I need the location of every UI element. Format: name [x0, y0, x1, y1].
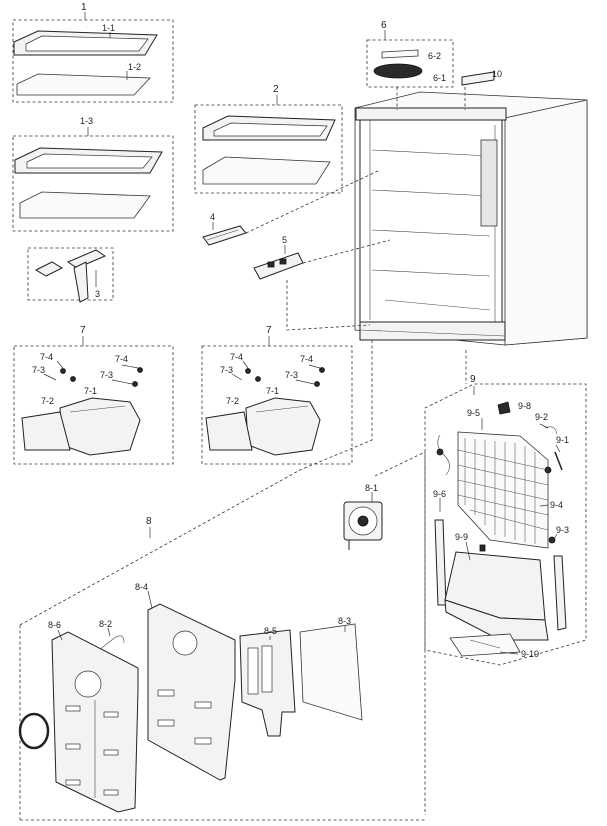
group-3-bracket: 3 — [27, 247, 114, 303]
clip-9-8[interactable] — [497, 401, 511, 415]
drawer-front-7-2-left[interactable] — [21, 411, 71, 451]
label-8-6: 8-6 — [48, 620, 61, 630]
label-6-1: 6-1 — [433, 73, 446, 83]
label-9-5: 9-5 — [467, 408, 480, 418]
shelf-glass[interactable] — [19, 191, 151, 219]
label-3: 3 — [95, 289, 100, 299]
label-9-4: 9-4 — [550, 500, 563, 510]
lamp-housing-6-1[interactable] — [373, 63, 423, 79]
lamp-cover-6-2[interactable] — [381, 49, 419, 59]
label-1-1: 1-1 — [102, 23, 115, 33]
duct-8-5[interactable] — [239, 629, 296, 737]
group-7-drawer-right: 7-4 7-3 7-4 7-3 7-1 7-2 7 — [201, 325, 353, 465]
label-1-2: 1-2 — [128, 62, 141, 72]
evaporator-coil-9-4[interactable] — [457, 431, 549, 549]
label-9-10: 9-10 — [521, 649, 539, 659]
label-8-1: 8-1 — [365, 483, 378, 493]
label-10: 10 — [492, 69, 502, 79]
shelf-frame-1-3[interactable] — [14, 147, 163, 174]
panel-8-3[interactable] — [299, 623, 363, 721]
group-1-shelf-assembly: 1-1 1-2 1 — [12, 2, 174, 103]
label-7-3-a1: 7-3 — [32, 365, 45, 375]
side-bracket-right[interactable] — [553, 555, 567, 631]
label-9: 9 — [470, 374, 476, 385]
label-8-3: 8-3 — [338, 616, 351, 626]
o-ring[interactable] — [18, 712, 50, 750]
label-6-2: 6-2 — [428, 51, 441, 61]
label-9-6: 9-6 — [433, 489, 446, 499]
label-7-3-a2: 7-3 — [100, 370, 113, 380]
shelf-glass-1-2[interactable] — [16, 73, 151, 96]
label-7-4-a1: 7-4 — [40, 352, 53, 362]
drawer-7-1-left[interactable] — [59, 397, 141, 456]
label-7-3-b1: 7-3 — [220, 365, 233, 375]
switch-10[interactable] — [461, 71, 495, 86]
label-7-2-a: 7-2 — [41, 396, 54, 406]
group-7-drawer-left: 7-4 7-3 7-4 7-3 7-1 7-2 7 — [13, 325, 174, 465]
label-1-3: 1-3 — [80, 116, 93, 126]
wire-8-2[interactable] — [97, 635, 125, 652]
group-8-fan-duct-assembly: 8-1 8-3 8-5 8-4 8-2 — [18, 451, 426, 821]
label-6: 6 — [381, 20, 387, 31]
drawer-7-1-right[interactable] — [245, 397, 321, 456]
side-bracket-left[interactable] — [434, 519, 447, 606]
shelf-frame-2[interactable] — [202, 115, 336, 141]
group-1-3-shelf-assembly: 1-3 — [12, 116, 174, 232]
air-duct-8-4[interactable] — [147, 603, 236, 781]
label-9-9: 9-9 — [455, 532, 468, 542]
part-4-cover: 4 — [202, 212, 247, 246]
label-2: 2 — [273, 84, 279, 95]
label-4: 4 — [210, 212, 215, 222]
label-8: 8 — [146, 516, 152, 527]
group-9-evaporator-assembly: 9-5 9-8 9-2 9-1 9-4 9-6 9-3 9-9 9-10 9 — [424, 374, 587, 666]
label-7-1-a: 7-1 — [84, 386, 97, 396]
cover-panel-8-6[interactable] — [51, 631, 139, 813]
group-2-shelf-assembly: 2 — [194, 84, 343, 194]
cover-9-10[interactable] — [449, 633, 521, 657]
label-8-4: 8-4 — [135, 582, 148, 592]
label-5: 5 — [282, 235, 287, 245]
label-1: 1 — [81, 2, 87, 13]
label-7-b: 7 — [266, 325, 272, 336]
label-9-1: 9-1 — [556, 435, 569, 445]
label-7-4-b1: 7-4 — [230, 352, 243, 362]
label-7-a: 7 — [80, 325, 86, 336]
label-9-3: 9-3 — [556, 525, 569, 535]
label-7-2-b: 7-2 — [226, 396, 239, 406]
cover-4[interactable] — [202, 225, 247, 246]
guide-lines — [19, 87, 467, 626]
refrigerator-cabinet — [354, 91, 588, 346]
label-7-4-b2: 7-4 — [300, 354, 313, 364]
housing-5[interactable] — [253, 252, 304, 280]
label-9-8: 9-8 — [518, 401, 531, 411]
shelf-frame-1-1[interactable] — [13, 30, 158, 56]
label-7-3-b2: 7-3 — [285, 370, 298, 380]
part-10-switch: 10 — [461, 69, 502, 86]
group-6-lamp: 6-2 6-1 6 — [366, 20, 454, 88]
label-7-1-b: 7-1 — [266, 386, 279, 396]
drawer-front-7-2-right[interactable] — [205, 411, 253, 451]
drain-pan-9-9[interactable] — [444, 551, 549, 641]
label-7-4-a2: 7-4 — [115, 354, 128, 364]
label-8-2: 8-2 — [99, 619, 112, 629]
label-8-5: 8-5 — [264, 626, 277, 636]
back-vent — [480, 139, 498, 227]
cabinet-rails — [371, 149, 491, 311]
bracket-3[interactable] — [34, 249, 107, 303]
part-5-housing: 5 — [253, 235, 304, 280]
label-9-2: 9-2 — [535, 412, 548, 422]
shelf-glass-2[interactable] — [202, 156, 331, 185]
fan-8-1[interactable] — [343, 501, 383, 550]
